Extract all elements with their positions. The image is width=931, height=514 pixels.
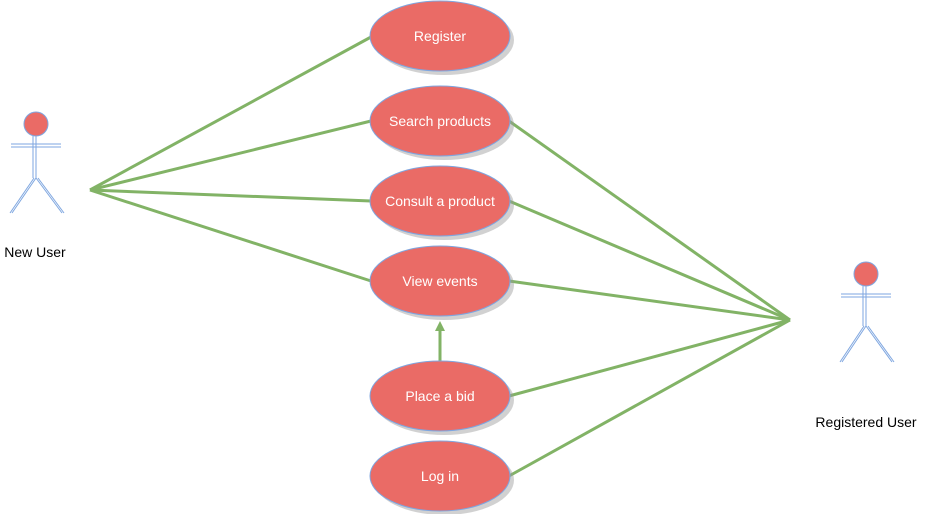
actor-new-user-figure (9, 111, 65, 214)
use-case-log-in-label: Log in (421, 468, 459, 484)
use-case-place-bid-label: Place a bid (405, 388, 474, 404)
use-case-consult-product[interactable]: Consult a product (369, 165, 514, 240)
association-registered-user-place-bid (508, 318, 791, 398)
use-case-log-in-shape (369, 440, 511, 512)
use-case-register-label: Register (414, 28, 466, 44)
use-case-search-products-label: Search products (389, 113, 491, 129)
use-case-place-bid[interactable]: Place a bid (369, 360, 514, 435)
association-registered-user-consult-product (508, 199, 791, 322)
association-registered-user-search-products (508, 119, 791, 322)
actor-registered-user[interactable]: Registered User (815, 261, 917, 430)
actor-registered-user-label: Registered User (815, 414, 916, 430)
actor-new-user-label: New User (4, 244, 66, 260)
use-case-view-events-label: View events (402, 273, 477, 289)
use-case-consult-product-label: Consult a product (385, 193, 495, 209)
actor-new-user-head (23, 111, 49, 137)
use-case-consult-product-shape (369, 165, 511, 237)
association-new-user-register (89, 35, 372, 192)
actor-registered-user-figure (839, 261, 895, 363)
use-case-log-in[interactable]: Log in (369, 440, 514, 514)
association-new-user-consult-product (89, 188, 372, 203)
use-case-place-bid-shape (369, 360, 511, 432)
actor-new-user[interactable]: New User (4, 111, 66, 260)
use-case-register[interactable]: Register (369, 0, 514, 75)
association-lines (89, 35, 791, 478)
association-new-user-search-products (89, 119, 372, 192)
use-case-register-shape (369, 0, 511, 72)
association-new-user-view-events (89, 188, 372, 283)
use-case-search-products-shape (369, 85, 511, 157)
actor-registered-user-head (853, 261, 879, 287)
association-registered-user-log-in (508, 318, 791, 478)
association-registered-user-view-events (508, 279, 791, 322)
use-case-view-events-shape (369, 245, 511, 317)
use-case-search-products[interactable]: Search products (369, 85, 514, 160)
use-case-view-events[interactable]: View events (369, 245, 514, 320)
